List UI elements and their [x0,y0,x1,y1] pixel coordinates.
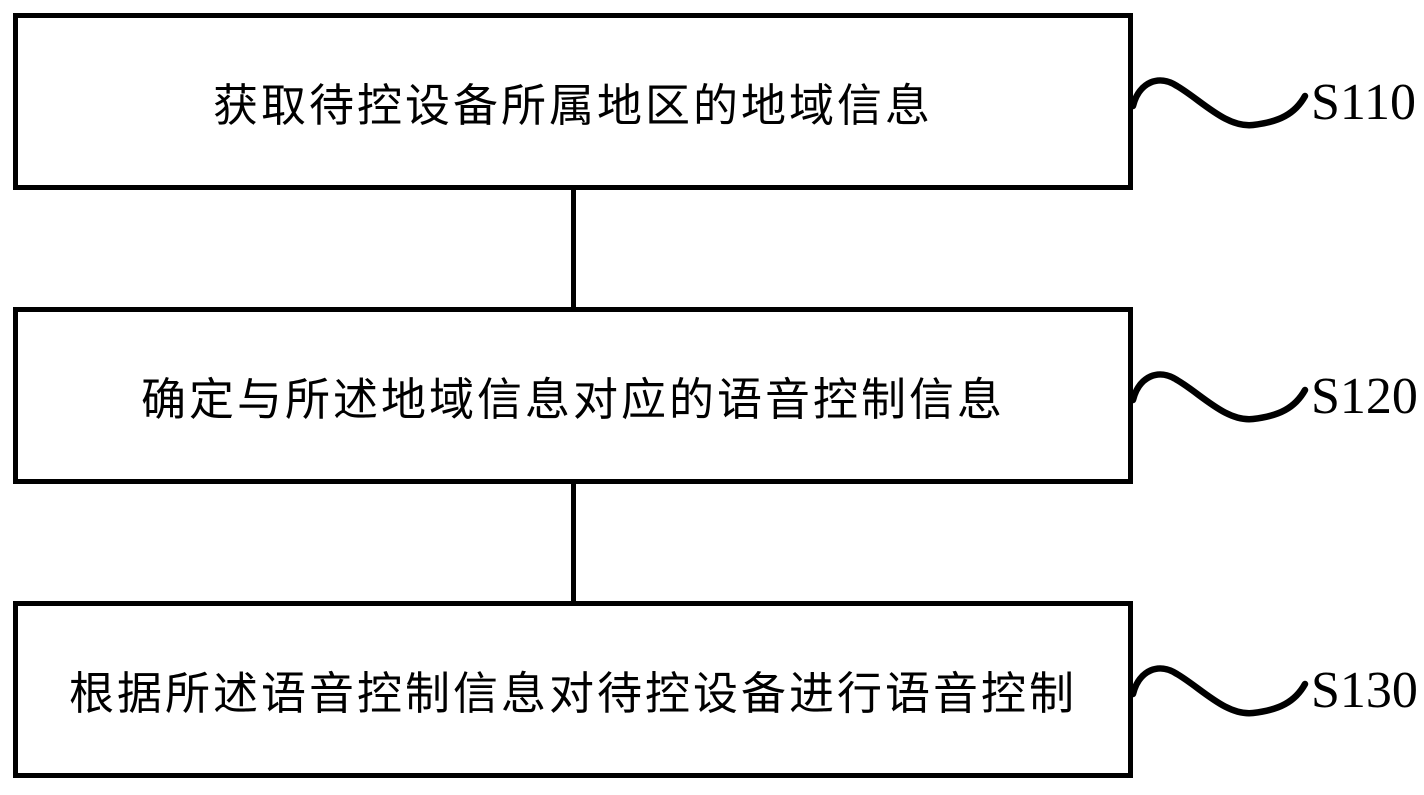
step-label-s110: S110 [1311,73,1416,131]
tilde-wave-connector-s130 [1131,665,1309,717]
process-box-s130: 根据所述语音控制信息对待控设备进行语音控制 [13,601,1133,778]
step-text-s120: 确定与所述地域信息对应的语音控制信息 [140,373,1005,426]
tilde-wave-connector-s110 [1131,77,1309,129]
connector-line-2 [571,484,576,601]
step-text-s110: 获取待控设备所属地区的地域信息 [212,79,933,132]
step-label-s120: S120 [1311,367,1418,425]
connector-line-1 [571,190,576,307]
tilde-wave-connector-s120 [1131,371,1309,423]
process-box-s110: 获取待控设备所属地区的地域信息 [13,13,1133,190]
step-label-s130: S130 [1311,661,1418,719]
process-box-s120: 确定与所述地域信息对应的语音控制信息 [13,307,1133,484]
step-text-s130: 根据所述语音控制信息对待控设备进行语音控制 [68,667,1077,720]
